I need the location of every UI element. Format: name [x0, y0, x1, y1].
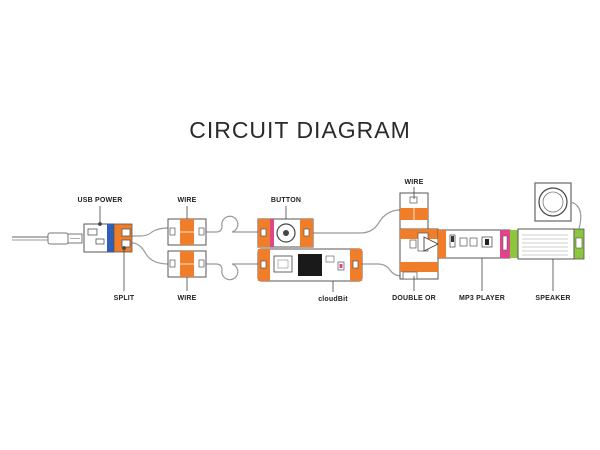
label-speaker: SPEAKER — [535, 295, 571, 302]
split-module — [113, 223, 133, 253]
label-button: BUTTON — [270, 197, 302, 204]
wire-cloudbit-to-doubleor — [362, 263, 403, 277]
cloudbit-module — [257, 248, 363, 282]
label-wire-bottom: WIRE — [177, 295, 197, 302]
usb-power-module — [83, 223, 115, 253]
wiring — [12, 209, 403, 281]
wire-module-top — [167, 218, 207, 246]
label-split: SPLIT — [113, 295, 135, 302]
wire-button-to-right — [313, 209, 401, 234]
label-wire-top: WIRE — [177, 197, 197, 204]
label-usb-power: USB POWER — [77, 197, 123, 204]
speaker-module — [510, 182, 585, 260]
wire-module-bottom — [167, 250, 207, 278]
label-double-or: DOUBLE OR — [392, 295, 436, 302]
label-mp3-player: MP3 PLAYER — [458, 295, 506, 302]
label-pointers — [98, 187, 554, 292]
wire-bottom-to-cloudbit — [206, 263, 258, 281]
double-or-module — [399, 228, 440, 280]
wire-split-to-bottom — [131, 242, 169, 265]
usb-plug — [47, 232, 83, 245]
mp3-player-module — [437, 229, 511, 259]
wire-top-to-button — [206, 215, 258, 233]
page-title: CIRCUIT DIAGRAM — [189, 117, 411, 143]
label-cloudbit: cloudBit — [318, 296, 348, 303]
wire-split-to-top — [132, 227, 169, 237]
button-module — [257, 218, 314, 248]
label-wire-right: WIRE — [404, 179, 424, 186]
